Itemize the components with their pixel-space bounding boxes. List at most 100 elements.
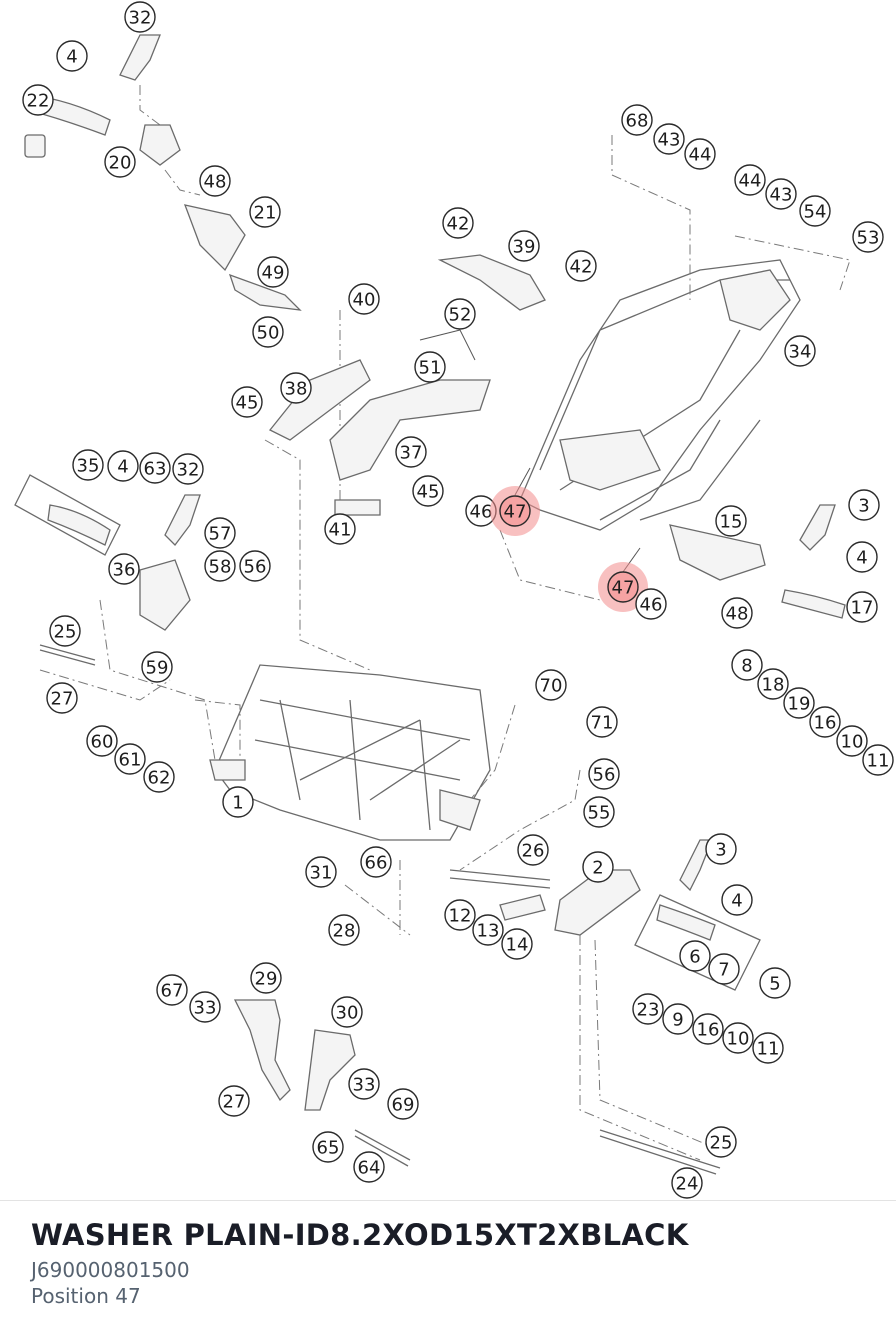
- callout-ring: [508, 230, 540, 262]
- callout-3[interactable]: 3: [848, 489, 880, 521]
- callout-12[interactable]: 12: [444, 899, 476, 931]
- callout-9[interactable]: 9: [662, 1003, 694, 1035]
- callout-34[interactable]: 34: [784, 335, 816, 367]
- callout-44[interactable]: 44: [734, 164, 766, 196]
- callout-45[interactable]: 45: [412, 475, 444, 507]
- callout-43[interactable]: 43: [765, 178, 797, 210]
- callout-49[interactable]: 49: [257, 256, 289, 288]
- callout-33[interactable]: 33: [348, 1068, 380, 1100]
- callout-71[interactable]: 71: [586, 706, 618, 738]
- callout-6[interactable]: 6: [679, 940, 711, 972]
- callout-number: 4: [731, 891, 742, 912]
- callout-2[interactable]: 2: [582, 851, 614, 883]
- callout-47-highlighted[interactable]: 47: [490, 486, 540, 536]
- callout-58[interactable]: 58: [204, 550, 236, 582]
- callout-4[interactable]: 4: [56, 40, 88, 72]
- callout-52[interactable]: 52: [444, 298, 476, 330]
- callout-41[interactable]: 41: [324, 513, 356, 545]
- callout-47-highlighted[interactable]: 47: [598, 562, 648, 612]
- callout-40[interactable]: 40: [348, 283, 380, 315]
- callout-56[interactable]: 56: [588, 758, 620, 790]
- callout-60[interactable]: 60: [86, 725, 118, 757]
- callout-42[interactable]: 42: [565, 250, 597, 282]
- callout-61[interactable]: 61: [114, 743, 146, 775]
- callout-46[interactable]: 46: [635, 588, 667, 620]
- callout-48[interactable]: 48: [199, 165, 231, 197]
- callout-64[interactable]: 64: [353, 1151, 385, 1183]
- callout-ring: [46, 682, 78, 714]
- callout-50[interactable]: 50: [252, 316, 284, 348]
- callout-48[interactable]: 48: [721, 597, 753, 629]
- callout-55[interactable]: 55: [583, 796, 615, 828]
- callout-14[interactable]: 14: [501, 928, 533, 960]
- callout-3[interactable]: 3: [705, 833, 737, 865]
- callout-57[interactable]: 57: [204, 517, 236, 549]
- callout-31[interactable]: 31: [305, 856, 337, 888]
- callout-36[interactable]: 36: [108, 553, 140, 585]
- callout-17[interactable]: 17: [846, 591, 878, 623]
- callout-4[interactable]: 4: [107, 450, 139, 482]
- callout-10[interactable]: 10: [836, 725, 868, 757]
- callout-67[interactable]: 67: [156, 974, 188, 1006]
- callout-32[interactable]: 32: [124, 1, 156, 33]
- callout-68[interactable]: 68: [621, 104, 653, 136]
- callout-24[interactable]: 24: [671, 1167, 703, 1199]
- callout-4[interactable]: 4: [846, 541, 878, 573]
- callout-28[interactable]: 28: [328, 914, 360, 946]
- callout-number: 14: [506, 935, 529, 956]
- callout-8[interactable]: 8: [731, 649, 763, 681]
- callout-43[interactable]: 43: [653, 123, 685, 155]
- callout-26[interactable]: 26: [517, 834, 549, 866]
- callout-20[interactable]: 20: [104, 146, 136, 178]
- callout-16[interactable]: 16: [809, 706, 841, 738]
- callout-ring: [846, 541, 878, 573]
- callout-39[interactable]: 39: [508, 230, 540, 262]
- callout-15[interactable]: 15: [715, 505, 747, 537]
- callout-66[interactable]: 66: [360, 846, 392, 878]
- callout-38[interactable]: 38: [280, 372, 312, 404]
- callout-53[interactable]: 53: [852, 221, 884, 253]
- part-drawings: [14, 34, 846, 1175]
- callout-16[interactable]: 16: [692, 1013, 724, 1045]
- callout-33[interactable]: 33: [189, 991, 221, 1023]
- callout-51[interactable]: 51: [414, 351, 446, 383]
- callout-25[interactable]: 25: [705, 1126, 737, 1158]
- callout-27[interactable]: 27: [218, 1085, 250, 1117]
- callout-11[interactable]: 11: [862, 744, 894, 776]
- callout-59[interactable]: 59: [141, 651, 173, 683]
- callout-number: 58: [209, 557, 232, 578]
- callout-ring: [765, 178, 797, 210]
- callout-7[interactable]: 7: [708, 953, 740, 985]
- callout-65[interactable]: 65: [312, 1131, 344, 1163]
- callout-18[interactable]: 18: [757, 668, 789, 700]
- callout-29[interactable]: 29: [250, 962, 282, 994]
- callout-23[interactable]: 23: [632, 993, 664, 1025]
- callout-44[interactable]: 44: [684, 138, 716, 170]
- callout-69[interactable]: 69: [387, 1088, 419, 1120]
- callout-35[interactable]: 35: [72, 449, 104, 481]
- callout-4[interactable]: 4: [721, 884, 753, 916]
- callout-13[interactable]: 13: [472, 914, 504, 946]
- callout-37[interactable]: 37: [395, 436, 427, 468]
- callout-19[interactable]: 19: [783, 687, 815, 719]
- callout-42[interactable]: 42: [442, 207, 474, 239]
- callout-45[interactable]: 45: [231, 386, 263, 418]
- callout-30[interactable]: 30: [331, 996, 363, 1028]
- callout-10[interactable]: 10: [722, 1022, 754, 1054]
- callout-54[interactable]: 54: [799, 195, 831, 227]
- callout-1[interactable]: 1: [222, 786, 254, 818]
- callout-56[interactable]: 56: [239, 550, 271, 582]
- callout-70[interactable]: 70: [535, 669, 567, 701]
- callout-22[interactable]: 22: [22, 84, 54, 116]
- callout-27[interactable]: 27: [46, 682, 78, 714]
- callout-62[interactable]: 62: [143, 761, 175, 793]
- callout-46[interactable]: 46: [465, 495, 497, 527]
- callout-21[interactable]: 21: [249, 196, 281, 228]
- callout-32[interactable]: 32: [172, 453, 204, 485]
- callout-25[interactable]: 25: [49, 615, 81, 647]
- callout-63[interactable]: 63: [139, 452, 171, 484]
- callout-ring: [124, 1, 156, 33]
- callout-number: 45: [417, 482, 440, 503]
- callout-11[interactable]: 11: [752, 1032, 784, 1064]
- callout-5[interactable]: 5: [759, 967, 791, 999]
